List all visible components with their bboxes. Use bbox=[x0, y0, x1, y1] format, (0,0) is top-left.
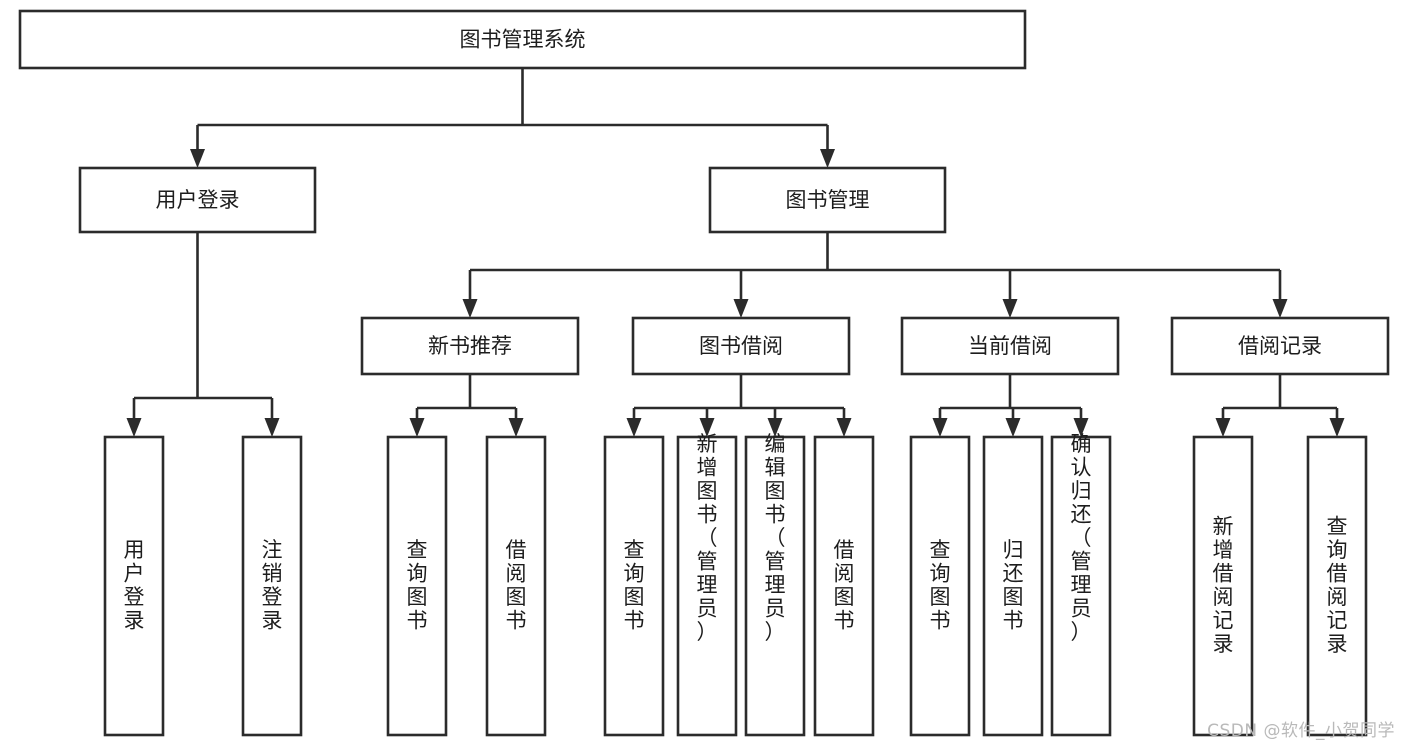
arrow-icon-leaf-borrow-book bbox=[836, 418, 852, 437]
arrow-icon-leaf-edit-book bbox=[767, 418, 783, 437]
node-root[interactable]: 图书管理系统 bbox=[18, 9, 1027, 70]
node-label-leaf-borrow-book: 借阅图书 bbox=[834, 538, 855, 633]
node-book-borrow[interactable]: 图书借阅 bbox=[631, 316, 851, 376]
node-box-new-book-recommend bbox=[360, 316, 580, 376]
node-box-leaf-query-book-current bbox=[909, 435, 971, 737]
node-box-leaf-add-book bbox=[676, 435, 738, 737]
node-label-leaf-query-record: 查询借阅记录 bbox=[1327, 515, 1348, 657]
node-label-leaf-confirm-return: 确认归还（管理员） bbox=[1071, 432, 1092, 644]
node-current-borrow[interactable]: 当前借阅 bbox=[900, 316, 1120, 376]
node-box-leaf-user-login bbox=[103, 435, 165, 737]
arrow-icon-leaf-query-record bbox=[1329, 418, 1345, 437]
arrow-icon-leaf-user-login bbox=[126, 418, 142, 437]
arrow-icon-leaf-query-book-borrow bbox=[626, 418, 642, 437]
arrow-icon-leaf-borrow-book-rec bbox=[508, 418, 524, 437]
arrow-icon-book-management bbox=[820, 149, 835, 168]
node-leaf-query-book-current[interactable]: 查询图书 bbox=[909, 435, 971, 737]
node-box-leaf-logout bbox=[241, 435, 303, 737]
node-new-book-recommend[interactable]: 新书推荐 bbox=[360, 316, 580, 376]
node-label-leaf-query-book-rec: 查询图书 bbox=[407, 538, 428, 633]
node-leaf-query-book-borrow[interactable]: 查询图书 bbox=[603, 435, 665, 737]
nodes-layer: 图书管理系统用户登录图书管理新书推荐图书借阅当前借阅借阅记录用户登录注销登录查询… bbox=[18, 9, 1390, 737]
node-leaf-add-record[interactable]: 新增借阅记录 bbox=[1192, 435, 1254, 737]
node-box-user-login bbox=[78, 166, 317, 234]
node-box-leaf-add-record bbox=[1192, 435, 1254, 737]
watermark-text: CSDN @软件_小贺同学 bbox=[1207, 721, 1395, 741]
node-label-leaf-user-login: 用户登录 bbox=[124, 538, 145, 633]
node-leaf-user-login[interactable]: 用户登录 bbox=[103, 435, 165, 737]
arrow-icon-leaf-add-record bbox=[1215, 418, 1231, 437]
arrow-icon-leaf-return-book bbox=[1005, 418, 1021, 437]
node-label-book-borrow: 图书借阅 bbox=[699, 334, 783, 358]
node-box-leaf-confirm-return bbox=[1050, 435, 1112, 737]
arrow-icon-current-borrow bbox=[1002, 299, 1018, 318]
node-borrow-records[interactable]: 借阅记录 bbox=[1170, 316, 1390, 376]
node-box-current-borrow bbox=[900, 316, 1120, 376]
node-box-book-borrow bbox=[631, 316, 851, 376]
node-box-borrow-records bbox=[1170, 316, 1390, 376]
node-box-root bbox=[18, 9, 1027, 70]
node-label-current-borrow: 当前借阅 bbox=[968, 334, 1052, 358]
node-leaf-borrow-book[interactable]: 借阅图书 bbox=[813, 435, 875, 737]
arrow-icon-leaf-query-book-current bbox=[932, 418, 948, 437]
node-box-leaf-edit-book bbox=[744, 435, 806, 737]
node-leaf-query-record[interactable]: 查询借阅记录 bbox=[1306, 435, 1368, 737]
node-label-new-book-recommend: 新书推荐 bbox=[428, 334, 512, 358]
arrow-icon-leaf-logout bbox=[264, 418, 280, 437]
node-leaf-query-book-rec[interactable]: 查询图书 bbox=[386, 435, 448, 737]
connectors-layer bbox=[126, 68, 1345, 437]
node-leaf-confirm-return[interactable]: 确认归还（管理员） bbox=[1050, 432, 1112, 737]
arrow-icon-leaf-query-book-rec bbox=[409, 418, 425, 437]
node-leaf-return-book[interactable]: 归还图书 bbox=[982, 435, 1044, 737]
arrow-icon-borrow-records bbox=[1272, 299, 1288, 318]
node-box-leaf-return-book bbox=[982, 435, 1044, 737]
node-label-book-management: 图书管理 bbox=[786, 188, 870, 212]
node-label-leaf-edit-book: 编辑图书（管理员） bbox=[765, 432, 786, 644]
arrow-icon-new-book-recommend bbox=[462, 299, 478, 318]
node-label-leaf-borrow-book-rec: 借阅图书 bbox=[506, 538, 527, 633]
arrow-icon-leaf-add-book bbox=[699, 418, 715, 437]
arrow-icon-user-login bbox=[190, 149, 205, 168]
node-box-book-management bbox=[708, 166, 947, 234]
node-leaf-borrow-book-rec[interactable]: 借阅图书 bbox=[485, 435, 547, 737]
arrow-icon-leaf-confirm-return bbox=[1073, 418, 1089, 437]
node-box-leaf-query-book-borrow bbox=[603, 435, 665, 737]
arrow-icon-book-borrow bbox=[733, 299, 749, 318]
node-leaf-logout[interactable]: 注销登录 bbox=[241, 435, 303, 737]
node-label-leaf-add-book: 新增图书（管理员） bbox=[697, 432, 718, 644]
node-label-leaf-query-book-current: 查询图书 bbox=[930, 538, 951, 633]
node-book-management[interactable]: 图书管理 bbox=[708, 166, 947, 234]
node-label-leaf-query-book-borrow: 查询图书 bbox=[624, 538, 645, 633]
node-box-leaf-query-book-rec bbox=[386, 435, 448, 737]
node-box-leaf-borrow-book-rec bbox=[485, 435, 547, 737]
node-leaf-add-book[interactable]: 新增图书（管理员） bbox=[676, 432, 738, 737]
node-user-login[interactable]: 用户登录 bbox=[78, 166, 317, 234]
node-box-leaf-query-record bbox=[1306, 435, 1368, 737]
node-box-leaf-borrow-book bbox=[813, 435, 875, 737]
node-label-leaf-logout: 注销登录 bbox=[262, 538, 283, 633]
node-label-leaf-return-book: 归还图书 bbox=[1003, 538, 1024, 633]
node-leaf-edit-book[interactable]: 编辑图书（管理员） bbox=[744, 432, 806, 737]
node-label-borrow-records: 借阅记录 bbox=[1238, 334, 1322, 358]
node-label-leaf-add-record: 新增借阅记录 bbox=[1213, 515, 1234, 657]
node-label-user-login: 用户登录 bbox=[156, 188, 240, 212]
node-label-root: 图书管理系统 bbox=[460, 28, 586, 52]
